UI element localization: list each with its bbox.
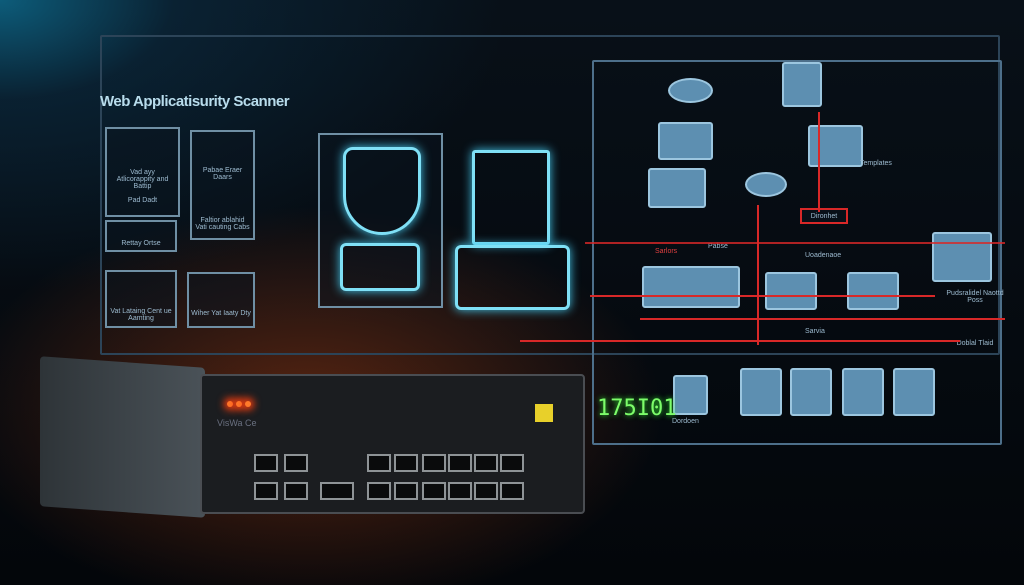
keypad-icon <box>340 243 420 291</box>
firewall-node: Dironhet <box>800 208 848 224</box>
ethernet-port[interactable] <box>254 482 278 500</box>
ethernet-port[interactable] <box>394 482 418 500</box>
server-node <box>782 62 822 107</box>
router-node <box>668 78 713 103</box>
link-line <box>640 318 1005 320</box>
ethernet-port[interactable] <box>448 454 472 472</box>
ethernet-port[interactable] <box>284 482 308 500</box>
device-side-vent <box>40 356 205 518</box>
endpoint-node <box>740 368 782 416</box>
router-node <box>745 172 787 197</box>
server-base-icon <box>455 245 570 310</box>
switch-node <box>648 168 706 208</box>
core-switch-node <box>642 266 740 308</box>
gateway-node <box>765 272 817 310</box>
server-stack-icon <box>472 150 550 245</box>
left-module-3: Rettay Ortse <box>105 220 177 252</box>
page-title: Web Applicatisurity Scanner <box>100 93 290 110</box>
ethernet-port[interactable] <box>448 482 472 500</box>
indicator-yellow <box>535 404 553 422</box>
ethernet-port[interactable] <box>474 482 498 500</box>
ethernet-port[interactable] <box>474 454 498 472</box>
link-line <box>520 340 960 342</box>
gateway-node <box>847 272 899 310</box>
endpoint-node <box>893 368 935 416</box>
network-diagram-frame <box>592 60 1002 445</box>
diagram-frame <box>100 35 1000 355</box>
sfp-port[interactable] <box>320 482 354 500</box>
left-module-5: Wiher Yat Iaaty Dty <box>187 272 255 328</box>
datacenter-node <box>932 232 992 282</box>
link-line <box>757 205 759 345</box>
link-line <box>818 112 820 212</box>
status-led <box>245 401 251 407</box>
switch-node <box>808 125 863 167</box>
endpoint-node <box>790 368 832 416</box>
left-module-4: Vat Lataing Cent ue Aamting <box>105 270 177 328</box>
ethernet-port[interactable] <box>500 454 524 472</box>
ethernet-port[interactable] <box>367 482 391 500</box>
numeric-display: 175I01 <box>597 396 677 421</box>
shield-lock-icon <box>343 147 421 235</box>
device-front-panel: VisWa Ce 175I01 <box>200 374 676 514</box>
status-led <box>236 401 242 407</box>
ethernet-port[interactable] <box>284 454 308 472</box>
link-line <box>590 295 935 297</box>
link-line <box>585 242 1005 244</box>
switch-node <box>658 122 713 160</box>
database-node <box>673 375 708 415</box>
ethernet-port[interactable] <box>500 482 524 500</box>
ethernet-port[interactable] <box>422 482 446 500</box>
ethernet-port[interactable] <box>254 454 278 472</box>
status-led <box>227 401 233 407</box>
ethernet-port[interactable] <box>367 454 391 472</box>
endpoint-node <box>842 368 884 416</box>
network-switch-device: VisWa Ce 175I01 <box>40 356 676 522</box>
ethernet-port[interactable] <box>422 454 446 472</box>
ethernet-port[interactable] <box>394 454 418 472</box>
